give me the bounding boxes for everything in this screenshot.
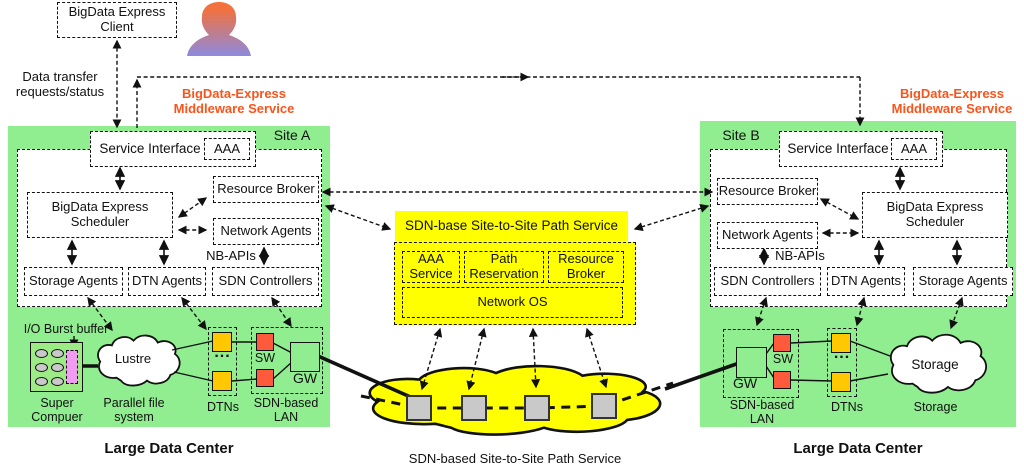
- storage-agents-label-a: Storage Agents: [29, 273, 118, 289]
- site-a-aaa-box: AAA: [204, 138, 250, 160]
- resource-broker-middle-box: Resource Broker: [548, 251, 624, 283]
- site-b-network-agents: Network Agents: [717, 222, 818, 249]
- path-reservation-box: Path Reservation: [464, 251, 544, 283]
- middleware-service-label-a: BigData-Express Middleware Service: [173, 86, 295, 116]
- cpu-ellipse: [35, 349, 48, 358]
- dtns-caption-a: DTNs: [207, 400, 239, 414]
- service-interface-label-b: Service Interface: [787, 141, 889, 157]
- switch-node: [773, 371, 791, 389]
- site-a-sdn-controllers: SDN Controllers: [212, 267, 319, 296]
- cpu-ellipse: [51, 349, 64, 358]
- dtn-node: [212, 371, 232, 391]
- site-b-title: Site B: [722, 127, 760, 143]
- cpu-ellipse: [51, 363, 64, 372]
- sw-label-b: SW: [772, 352, 794, 366]
- dtn-ellipsis: ...: [833, 345, 851, 362]
- storage-cloud-label: Storage: [911, 357, 959, 372]
- network-os-label: Network OS: [477, 294, 548, 310]
- service-interface-label-a: Service Interface: [99, 141, 201, 157]
- sw-label-a: SW: [254, 351, 276, 365]
- site-b-resource-broker: Resource Broker: [717, 178, 818, 205]
- site-a-network-agents: Network Agents: [213, 218, 319, 245]
- super-computer-caption: Super Compuer: [31, 396, 83, 424]
- storage-agents-label-b: Storage Agents: [918, 273, 1008, 289]
- site-b-sdn-lan-group: [723, 329, 799, 398]
- gw-label-b: GW: [732, 375, 758, 391]
- aaa-label-a: AAA: [213, 140, 240, 156]
- site-a-scheduler: BigData Express Scheduler: [27, 192, 173, 238]
- cpu-ellipse: [35, 363, 48, 372]
- resource-broker-label-b: Resource Broker: [718, 183, 817, 199]
- sdn-controllers-label-b: SDN Controllers: [720, 273, 815, 289]
- bigdata-express-client-node: BigData Express Client: [57, 2, 177, 38]
- switch-node: [773, 334, 791, 352]
- user-person-icon: [187, 2, 251, 56]
- aaa-label-b: AAA: [900, 140, 927, 156]
- sdn-lan-caption-a: SDN-based LAN: [253, 396, 319, 424]
- wan-switch-node: [524, 395, 550, 421]
- dtn-ellipsis: ...: [214, 344, 231, 361]
- sdn-controllers-label-a: SDN Controllers: [218, 273, 313, 289]
- cpu-ellipse: [35, 377, 48, 386]
- path-service-title: SDN-base Site-to-Site Path Service: [395, 211, 628, 241]
- site-a-resource-broker: Resource Broker: [213, 176, 319, 203]
- site-a-storage-agents: Storage Agents: [24, 267, 123, 296]
- cpu-ellipse: [51, 377, 64, 386]
- site-b-service-interface: Service Interface AAA: [779, 131, 943, 167]
- path-service-title-label: SDN-base Site-to-Site Path Service: [404, 218, 619, 234]
- dtn-agents-label-a: DTN Agents: [131, 273, 203, 289]
- site-a-title: Site A: [273, 127, 311, 143]
- large-data-center-a: Large Data Center: [104, 440, 234, 457]
- storage-caption: Storage: [913, 400, 958, 414]
- wan-switch-node: [406, 395, 432, 421]
- path-reservation-label: Path Reservation: [469, 251, 539, 281]
- dtn-node: [212, 332, 232, 352]
- sdn-lan-caption-b: SDN-based LAN: [729, 398, 795, 426]
- site-b-dtn-agents: DTN Agents: [827, 267, 905, 296]
- network-agents-label-b: Network Agents: [721, 227, 814, 243]
- wan-switch-node: [461, 395, 487, 421]
- gw-label-a: GW: [292, 370, 318, 386]
- site-b-scheduler: BigData Express Scheduler: [862, 192, 1008, 238]
- io-burst-buffer-node: [66, 350, 78, 384]
- scheduler-label-a: BigData Express Scheduler: [51, 199, 149, 229]
- site-a-dtns-group: [208, 327, 237, 396]
- site-b-storage-agents: Storage Agents: [913, 267, 1013, 296]
- site-a-nb-apis: NB-APIs: [206, 248, 256, 263]
- site-a-dtn-agents: DTN Agents: [128, 267, 206, 296]
- network-agents-label-a: Network Agents: [220, 223, 312, 239]
- data-transfer-label: Data transfer requests/status: [15, 69, 105, 99]
- wan-switch-node: [591, 393, 617, 419]
- site-b-aaa-box: AAA: [891, 138, 937, 160]
- site-a-sdn-lan-group: [251, 327, 323, 394]
- network-os-box: Network OS: [402, 287, 623, 318]
- aaa-service-label: AAA Service: [409, 251, 453, 281]
- dtn-agents-label-b: DTN Agents: [830, 273, 902, 289]
- site-b-nb-apis: NB-APIs: [775, 248, 825, 263]
- dtn-node: [831, 372, 851, 392]
- storage-cloud-shape: [891, 335, 986, 393]
- resource-broker-label-a: Resource Broker: [217, 181, 315, 197]
- gateway-node-a: [290, 342, 320, 372]
- lustre-cloud-shape: [98, 335, 180, 385]
- site-b-dtns-group: [827, 328, 857, 397]
- dtn-node: [831, 333, 851, 353]
- resource-broker-middle-label: Resource Broker: [558, 251, 614, 281]
- gateway-node-b: [736, 347, 767, 378]
- site-b-sdn-controllers: SDN Controllers: [714, 267, 821, 296]
- switch-node: [256, 333, 274, 351]
- scheduler-label-b: BigData Express Scheduler: [886, 199, 984, 229]
- parallel-fs-caption: Parallel file system: [103, 396, 165, 424]
- wan-cloud-caption: SDN-based Site-to-Site Path Service: [408, 451, 622, 466]
- site-a-service-interface: Service Interface AAA: [90, 131, 256, 167]
- lustre-cloud-label: Lustre: [114, 351, 152, 366]
- large-data-center-b: Large Data Center: [793, 440, 923, 457]
- dtns-caption-b: DTNs: [831, 400, 863, 414]
- switch-node: [256, 369, 274, 387]
- client-label: BigData Express Client: [68, 4, 166, 34]
- io-burst-buffer-label: I/O Burst buffer: [23, 322, 109, 336]
- aaa-service-box: AAA Service: [402, 251, 460, 283]
- middleware-service-label-b: BigData-Express Middleware Service: [891, 86, 1013, 116]
